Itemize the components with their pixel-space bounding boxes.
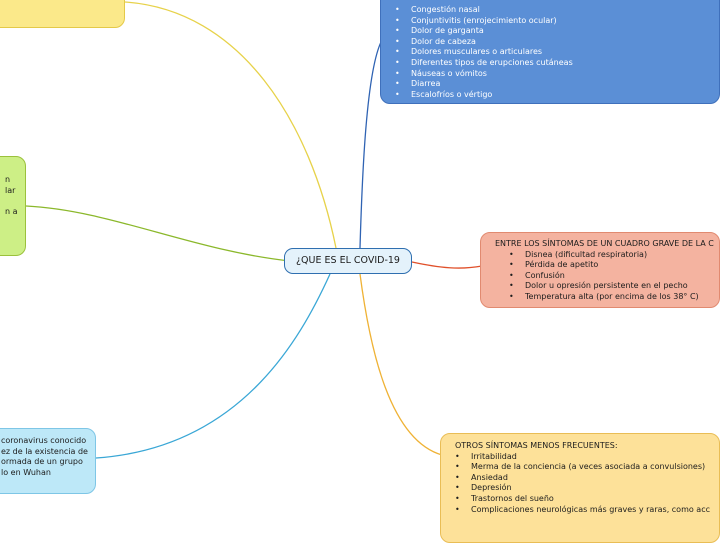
- central-topic[interactable]: ¿QUE ES EL COVID-19: [284, 248, 412, 274]
- connector-lines: [25, 1, 483, 459]
- list-item: Depresión: [455, 483, 719, 494]
- list-item: Dolores musculares o articulares: [395, 47, 719, 58]
- node-title: ENTRE LOS SÍNTOMAS DE UN CUADRO GRAVE DE…: [495, 239, 714, 248]
- node-text-line: ormada de un grupo: [1, 457, 83, 467]
- otros-list: Irritabilidad Merma de la conciencia (a …: [455, 452, 719, 516]
- list-item: Confusión: [495, 271, 719, 282]
- list-item: Ansiedad: [455, 473, 719, 484]
- node-text-line: n a: [5, 206, 18, 216]
- topic-node-top-left[interactable]: [0, 0, 125, 28]
- link-grave: [411, 261, 483, 269]
- list-item: Dolor u opresión persistente en el pecho: [495, 281, 719, 292]
- list-item: Dolor de cabeza: [395, 37, 719, 48]
- list-item: Complicaciones neurológicas más graves y…: [455, 505, 719, 516]
- topic-node-grave[interactable]: ENTRE LOS SÍNTOMAS DE UN CUADRO GRAVE DE…: [480, 232, 720, 308]
- link-blue: [95, 273, 331, 459]
- link-green: [25, 205, 291, 262]
- node-text-line: lar: [5, 185, 16, 195]
- list-item: Escalofríos o vértigo: [395, 90, 719, 101]
- list-item: Pérdida de apetito: [495, 260, 719, 271]
- topic-node-otros[interactable]: OTROS SÍNTOMAS MENOS FRECUENTES: Irritab…: [440, 433, 720, 543]
- list-item: Temperatura alta (por encima de los 38° …: [495, 292, 719, 303]
- list-item: Náuseas o vómitos: [395, 69, 719, 80]
- topic-node-sintomas[interactable]: Congestión nasal Conjuntivitis (enrojeci…: [380, 0, 720, 104]
- list-item: Diferentes tipos de erupciones cutáneas: [395, 58, 719, 69]
- link-otros: [359, 273, 443, 456]
- node-text-line: coronavirus conocido: [1, 436, 87, 445]
- list-item: Congestión nasal: [395, 5, 719, 16]
- sintomas-list: Congestión nasal Conjuntivitis (enrojeci…: [395, 5, 719, 100]
- grave-list: Disnea (dificultad respiratoria) Pérdida…: [495, 250, 719, 303]
- link-sintomas: [359, 39, 383, 249]
- node-title: OTROS SÍNTOMAS MENOS FRECUENTES:: [455, 441, 618, 450]
- node-text-line: lo en Wuhan: [1, 467, 51, 477]
- list-item: Conjuntivitis (enrojecimiento ocular): [395, 16, 719, 27]
- list-item: Dolor de garganta: [395, 26, 719, 37]
- node-text-line: [5, 196, 25, 207]
- list-item: Trastornos del sueño: [455, 494, 719, 505]
- list-item: Disnea (dificultad respiratoria): [495, 250, 719, 261]
- node-text-line: ez de la existencia de: [1, 446, 88, 456]
- list-item: Irritabilidad: [455, 452, 719, 463]
- link-top-left: [124, 1, 337, 249]
- central-topic-title: ¿QUE ES EL COVID-19: [296, 254, 400, 266]
- node-text-line: n: [5, 175, 11, 184]
- topic-node-blue[interactable]: coronavirus conocido ez de la existencia…: [0, 428, 96, 494]
- list-item: Merma de la conciencia (a veces asociada…: [455, 462, 719, 473]
- list-item: Diarrea: [395, 79, 719, 90]
- topic-node-green[interactable]: n lar n a: [0, 156, 26, 256]
